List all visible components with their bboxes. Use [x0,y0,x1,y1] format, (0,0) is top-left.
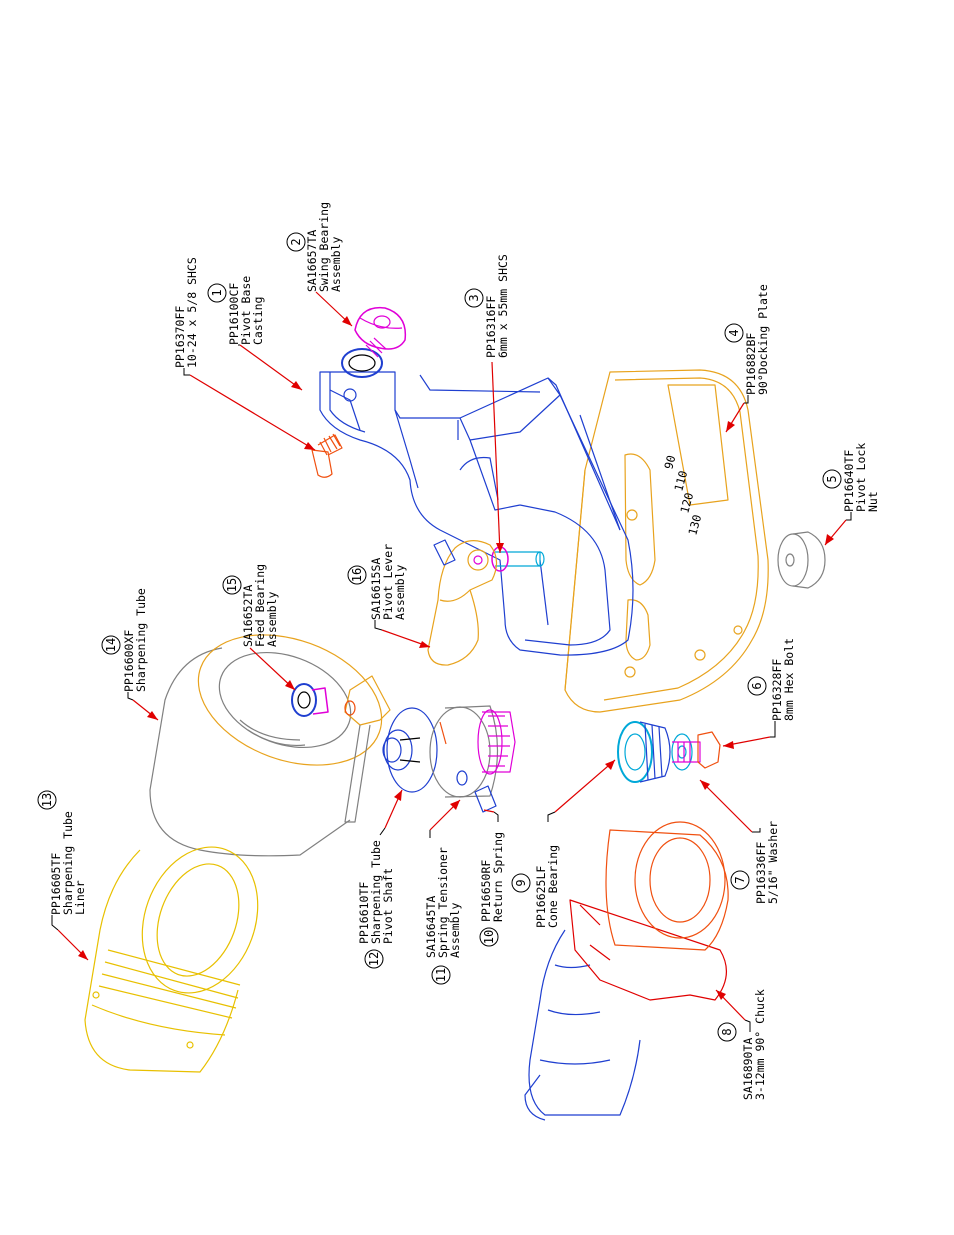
svg-text:1: 1 [210,289,224,296]
svg-text:15: 15 [225,578,239,592]
svg-text:4: 4 [727,329,741,336]
svg-text:SA16890TA 3-12mm 90° Chu: SA16890TA 3-12mm 90° Chuck [741,989,767,1100]
svg-text:PP16650RF Return Spring: PP16650RF Return Spring [479,832,505,922]
chuck-assembly [524,821,729,1121]
callout-5: 5 PP16640TF Pivot Lock Nut [822,436,880,512]
svg-text:PP16600XF Sharpening Tub: PP16600XF Sharpening Tube [122,588,148,692]
spring-pin [474,785,497,813]
swing-bearing-assembly [341,306,407,378]
sharpening-tube-pivot-shaft [382,707,438,793]
callout-6: 6 PP16328FF 8mm Hex Bolt [747,638,796,721]
callout-15: 15 SA16652TA Feed Bearing Assembly [222,557,279,647]
callout-screw: PP16370FF 10-24 x 5/8 SHCS [173,257,199,368]
callout-12: 12 PP16610TF Sharpening Tube Pivot Shaft [357,833,395,969]
pivot-lock-nut [777,531,826,589]
svg-text:PP16370FF 10-24 x 5/8 SH: PP16370FF 10-24 x 5/8 SHCS [173,257,199,368]
svg-text:SA16652TA Feed Bearing: SA16652TA Feed Bearing Assembly [241,557,279,647]
callout-7: 7 PP16336FF 5/16" Washer [730,821,780,904]
callout-9: 9 PP16625LF Cone Bearing [511,845,560,928]
shcs-screw [311,433,343,478]
svg-text:SA16615SA Pivot Lever: SA16615SA Pivot Lever Assembly [369,537,407,620]
svg-text:12: 12 [367,952,381,966]
svg-text:SA16657TA Swing Bearing: SA16657TA Swing Bearing Assembly [305,195,343,292]
plate-mark-120: 120 [677,491,696,515]
sharpening-tube [149,634,391,857]
plate-mark-130: 130 [685,513,704,537]
leader-lines [51,291,852,1032]
callout-8: 8 SA16890TA 3-12mm 90° Chuck [717,989,767,1100]
svg-text:3: 3 [467,294,481,301]
svg-text:16: 16 [350,568,364,582]
callout-11: 11 SA16645TA Spring Tensioner Assembly [424,840,462,985]
svg-text:SA16645TA Spring Tension: SA16645TA Spring Tensioner Assembly [424,840,462,958]
spring-tensioner-assembly [429,705,499,798]
svg-text:PP16336FF 5/16" Washer: PP16336FF 5/16" Washer [754,821,780,904]
svg-text:PP16316FF 6mm x 55mm SHC: PP16316FF 6mm x 55mm SHCS [484,254,510,358]
svg-text:5: 5 [825,475,839,482]
cone-bearing [617,721,671,783]
callout-2: 2 SA16657TA Swing Bearing Assembly [286,195,343,292]
callout-4: 4 PP16882BF 90°Docking Plate [724,284,770,395]
svg-text:6: 6 [750,682,764,689]
sharpening-tube-liner [84,846,259,1073]
callout-10: 10 PP16650RF Return Spring [479,832,505,947]
return-spring [477,709,516,775]
callout-1: 1 PP16100CF Pivot Base Casting [207,269,265,345]
callout-16: 16 SA16615SA Pivot Lever Assembly [347,537,407,620]
svg-text:10: 10 [482,930,496,944]
svg-text:11: 11 [434,968,448,982]
svg-text:7: 7 [733,876,747,883]
svg-text:PP16640TF Pivot Lock: PP16640TF Pivot Lock Nut [842,436,880,512]
hex-bolt [672,731,721,769]
callout-13: 13 PP16605TF Sharpening Tube Liner [37,790,87,915]
svg-text:PP16328FF 8mm Hex Bolt: PP16328FF 8mm Hex Bolt [770,638,796,721]
svg-text:2: 2 [289,238,303,245]
svg-text:PP16605TF Sharpening Tub: PP16605TF Sharpening Tube Liner [49,804,87,915]
svg-text:14: 14 [104,638,118,652]
lever-pin [433,539,456,566]
svg-text:PP16100CF Pivot Base: PP16100CF Pivot Base Casting [227,269,265,345]
docking-plate [564,369,769,713]
docking-plate-angle-marks: 90 110 120 130 [661,454,704,537]
svg-text:8: 8 [720,1028,734,1035]
svg-text:9: 9 [514,879,528,886]
washer [671,733,693,771]
plate-mark-90: 90 [661,454,678,471]
svg-text:PP16882BF 90°Docking Pla: PP16882BF 90°Docking Plate [744,284,770,395]
callout-3: 3 PP16316FF 6mm x 55mm SHCS [464,254,510,358]
callout-14: 14 PP16600XF Sharpening Tube [101,588,148,692]
feed-bearing-assembly [291,683,329,717]
plate-mark-110: 110 [671,469,690,493]
svg-text:PP16610TF Sharpening Tub: PP16610TF Sharpening Tube Pivot Shaft [357,833,395,944]
svg-text:13: 13 [40,793,54,807]
svg-text:PP16625LF Cone Bearing: PP16625LF Cone Bearing [534,845,560,928]
pivot-lever-assembly [427,540,498,666]
